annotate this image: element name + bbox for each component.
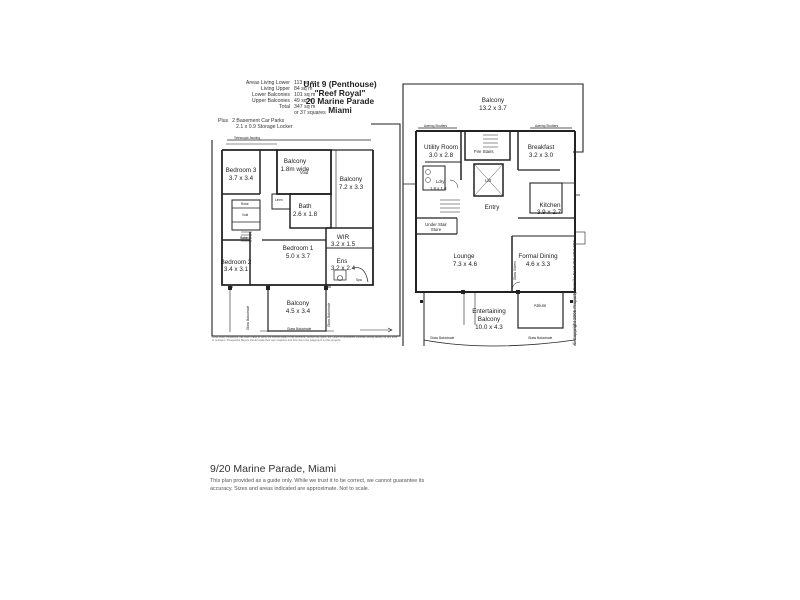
entertaining-name: Entertaining <box>472 308 506 315</box>
awning-right-label: Awning Shutters <box>535 124 559 128</box>
ens-name: Ens <box>337 258 348 265</box>
upper-balcony-top-name: Balcony <box>284 158 307 165</box>
plan-title-line2: "Reef Royal" <box>314 87 366 98</box>
upper-balcony-bottom-name: Balcony <box>287 300 310 307</box>
upper-balcony-right-name: Balcony <box>340 176 363 183</box>
upper-balcony-right-dims: 7.2 x 3.3 <box>339 184 364 191</box>
robe1-label: Robe <box>241 202 249 206</box>
bedroom2-name: Bedroom 2 <box>221 259 252 266</box>
kitchen-name: Kitchen <box>539 202 561 209</box>
plan-title-line3: 20 Marine Parade <box>305 96 375 107</box>
awning-left-label: Awning Shutters <box>424 124 448 128</box>
area-row: or 37 squares <box>294 110 326 117</box>
spa-label: Spa <box>356 278 362 282</box>
ldry-name: Ldry <box>436 179 445 184</box>
breakfast-name: Breakfast <box>528 144 555 151</box>
wir-name: WIR <box>337 234 350 241</box>
lounge-name: Lounge <box>453 253 475 260</box>
linen-label: Linen <box>275 198 283 202</box>
glass-sliders-label: Glass Sliders <box>513 261 517 280</box>
glass-balustrade-right-label: Glass Balustrade <box>327 303 331 327</box>
glass-balustrade-bottom-label: Glass Balustrade <box>287 327 311 331</box>
upper-void-label: Void <box>300 170 309 175</box>
bedroom1-name: Bedroom 1 <box>283 245 314 252</box>
fire-stairs-label: Fire Stairs <box>474 149 494 154</box>
bath-dims: 2.6 x 1.8 <box>293 211 318 218</box>
telescopic-awning-label: Telescopic Awning <box>234 136 260 140</box>
upper-balcony-top-dims: 1.8m wide <box>281 166 310 173</box>
utility-room-dims: 3.0 x 2.8 <box>429 152 454 159</box>
bedroom3-name: Bedroom 3 <box>226 167 257 174</box>
under-stair-sub: Store <box>431 227 442 232</box>
copyright-notice: © Copyright 2005 Property Details PH:040… <box>572 240 577 345</box>
plan-title-line1: Unit 9 (Penthouse) <box>303 79 377 89</box>
lower-balcony-name: Balcony <box>482 97 505 104</box>
bath-name: Bath <box>299 203 312 210</box>
lower-balcony-dims: 13.2 x 3.7 <box>479 105 507 112</box>
formal-dining-dims: 4.6 x 3.3 <box>526 261 551 268</box>
formal-dining-name: Formal Dining <box>518 253 558 260</box>
ens-dims: 3.2 x 2.4 <box>331 265 356 272</box>
bedroom1-dims: 5.0 x 3.7 <box>286 253 311 260</box>
ldry-dims: 1.8 x 1.8 <box>430 186 447 191</box>
bedroom2-dims: 3.4 x 3.1 <box>224 266 249 273</box>
entertaining-dims: 10.0 x 4.3 <box>475 324 503 331</box>
under-stair-name: Under Stair <box>425 222 447 227</box>
plan-title-line4: Miami <box>328 104 352 115</box>
kitchen-dims: 3.9 x 2.7 <box>537 209 562 216</box>
breakfast-dims: 3.2 x 3.0 <box>529 152 554 159</box>
caption-title: 9/20 Marine Parade, Miami <box>210 463 337 475</box>
glass-balustrade-left-label: Glass Balustrade <box>246 306 250 330</box>
void-small-label: Void <box>242 213 248 217</box>
plan-title: Unit 9 (Penthouse) "Reef Royal" 20 Marin… <box>290 80 390 114</box>
upper-balcony-bottom-dims: 4.5 x 3.4 <box>286 308 311 315</box>
utility-room-name: Utility Room <box>424 144 458 151</box>
area-plus-row: 2.1 x 0.9 Storage Locker <box>236 123 293 130</box>
lounge-dims: 7.3 x 4.6 <box>453 261 478 268</box>
disclaimer-text: While every endeavour has been made to v… <box>212 336 398 343</box>
atrium-label: Atrium <box>534 303 547 308</box>
entry-label: Entry <box>485 204 501 211</box>
entertaining-sub: Balcony <box>478 316 501 323</box>
wir-dims: 3.2 x 1.5 <box>331 241 356 248</box>
bedroom3-dims: 3.7 x 3.4 <box>229 175 254 182</box>
lower-glass-balustrade-left-label: Glass Balustrade <box>430 336 454 340</box>
caption-text: This plan provided as a guide only. Whil… <box>210 478 425 492</box>
lift-label: Lift <box>485 178 492 183</box>
robe2-label: Robe <box>240 236 248 240</box>
lower-glass-balustrade-right-label: Glass Balustrade <box>528 336 552 340</box>
